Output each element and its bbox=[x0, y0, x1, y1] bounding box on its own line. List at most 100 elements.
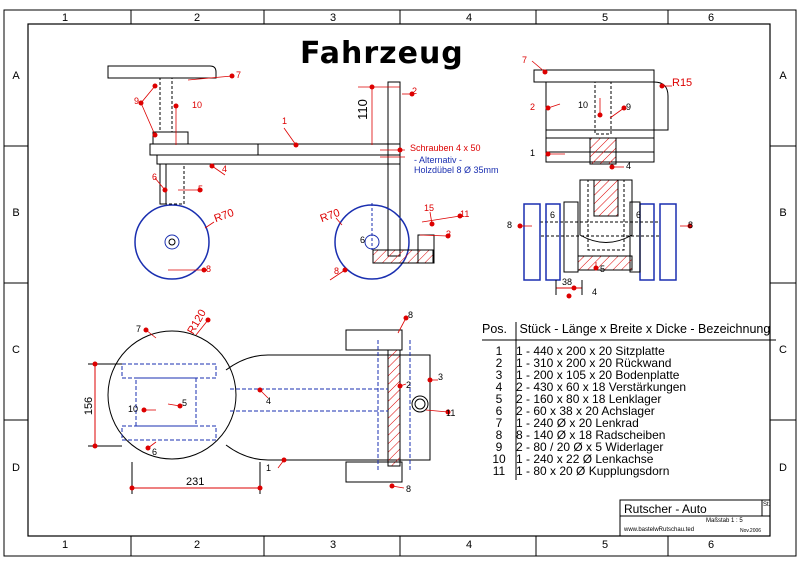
bom-text: 2 - 430 x 60 x 18 Verstärkungen bbox=[516, 380, 687, 394]
bom-text: 1 - 310 x 200 x 20 Rückwand bbox=[516, 356, 672, 370]
bom-pos: 3 bbox=[495, 368, 503, 382]
bom-lines bbox=[482, 322, 776, 480]
grid-row-c-left: C bbox=[12, 344, 20, 356]
balloon-side-3: 3 bbox=[446, 229, 452, 239]
grid-col-3-top: 3 bbox=[329, 12, 337, 24]
grid-ticks bbox=[4, 10, 796, 556]
bom-pos: 7 bbox=[495, 416, 503, 430]
bom-text: 1 - 440 x 200 x 20 Sitzplatte bbox=[516, 344, 665, 358]
balloon-top-8a: 8 bbox=[408, 310, 414, 320]
front-view bbox=[523, 69, 677, 295]
balloon-side-2: 2 bbox=[412, 86, 418, 96]
bom-pos: 8 bbox=[495, 428, 503, 442]
radius-r15: R15 bbox=[672, 77, 693, 89]
steering-wheel-top bbox=[107, 330, 237, 460]
bom-pos: 5 bbox=[495, 392, 503, 406]
bom-pos: 6 bbox=[495, 404, 503, 418]
balloon-side-6b: 6 bbox=[152, 172, 158, 182]
bom-text: 1 - 240 x 22 Ø Lenkachse bbox=[516, 452, 654, 466]
base-plate-side bbox=[372, 249, 434, 264]
bom-row: 2 1 - 310 x 200 x 20 Rückwand bbox=[482, 356, 672, 370]
bom-text: 2 - 160 x 80 x 18 Lenklager bbox=[516, 392, 662, 406]
brace-side bbox=[156, 154, 401, 165]
title-block-url: www.bastelwRutschau.ted bbox=[624, 527, 695, 533]
balloon-front-4: 4 bbox=[626, 161, 632, 171]
drawing-title: Fahrzeug bbox=[300, 36, 464, 71]
grid-row-b-left: B bbox=[12, 207, 20, 219]
balloon-side-9: 9 bbox=[134, 96, 140, 106]
balloon-front-1: 1 bbox=[530, 148, 536, 158]
balloon-top-8b: 8 bbox=[406, 484, 412, 494]
side-view-leaders bbox=[140, 75, 461, 281]
balloon-top-10: 10 bbox=[128, 404, 139, 414]
bom-text: 1 - 240 Ø x 20 Lenkrad bbox=[516, 416, 639, 430]
title-block-frame bbox=[619, 499, 771, 537]
balloon-side-6: 6 bbox=[360, 235, 366, 245]
bom-text: 2 - 80 / 20 Ø x 5 Widerlager bbox=[516, 440, 664, 454]
balloon-side-5: 5 bbox=[198, 184, 204, 194]
wheel-front-left-inner bbox=[545, 203, 561, 281]
part-4-label-small: 4 bbox=[592, 287, 598, 297]
bom-text: 2 - 60 x 38 x 20 Achslager bbox=[516, 404, 655, 418]
back-wall-side bbox=[387, 81, 401, 257]
grid-row-b-right: B bbox=[779, 207, 787, 219]
side-view-balloons bbox=[138, 73, 463, 273]
balloon-front-8a: 8 bbox=[507, 220, 513, 230]
bom-pos: 1 bbox=[495, 344, 503, 358]
balloon-top-1: 1 bbox=[266, 463, 272, 473]
bom-pos: 2 bbox=[495, 356, 503, 370]
steering-bearing-side bbox=[152, 131, 189, 145]
balloon-side-7: 7 bbox=[236, 70, 242, 80]
note-alternative: - Alternativ - bbox=[414, 155, 463, 165]
balloon-front-9: 9 bbox=[626, 102, 632, 112]
balloon-top-7: 7 bbox=[136, 324, 142, 334]
grid-col-1-top: 1 bbox=[61, 12, 69, 24]
steering-column-side bbox=[159, 77, 173, 133]
balloon-side-1: 1 bbox=[282, 116, 288, 126]
balloon-side-4: 4 bbox=[222, 164, 228, 174]
grid-row-a-right: A bbox=[779, 70, 787, 82]
coupling-pin-top bbox=[411, 395, 429, 413]
grid-row-a-left: A bbox=[12, 70, 20, 82]
side-view bbox=[107, 65, 435, 280]
grid-col-6-bottom: 6 bbox=[707, 539, 715, 551]
bom-header-pos: Pos. bbox=[482, 322, 508, 336]
balloon-side-11: 11 bbox=[460, 209, 470, 219]
grid-col-6-top: 6 bbox=[707, 12, 715, 24]
grid-col-2-bottom: 2 bbox=[193, 539, 201, 551]
title-block-scale: Maßstab 1 : 5 bbox=[706, 518, 743, 524]
note-dowels: Holzdübel 8 Ø 35mm bbox=[414, 165, 499, 175]
grid-col-3-bottom: 3 bbox=[329, 539, 337, 551]
bom-row: 4 2 - 430 x 60 x 18 Verstärkungen bbox=[482, 381, 686, 393]
bom-pos: 9 bbox=[495, 440, 503, 454]
grid-col-4-bottom: 4 bbox=[465, 539, 473, 551]
bom-row: 5 2 - 160 x 80 x 18 Lenklager bbox=[482, 392, 662, 406]
balloon-side-8a: 8 bbox=[206, 264, 212, 274]
bom-row: 6 2 - 60 x 38 x 20 Achslager bbox=[482, 405, 655, 417]
dim-110-label: 110 bbox=[354, 99, 370, 120]
note-screws: Schrauben 4 x 50 bbox=[410, 143, 481, 153]
dim-38-label: 38 bbox=[562, 277, 573, 287]
balloon-top-6: 6 bbox=[152, 447, 158, 457]
balloon-side-10: 10 bbox=[192, 100, 203, 110]
balloon-side-15: 15 bbox=[424, 203, 435, 213]
title-block-sheet: St. bbox=[763, 502, 771, 508]
dim-156-label: 156 bbox=[83, 396, 96, 416]
balloon-top-11: 11 bbox=[446, 408, 456, 418]
axle-bearing-front bbox=[165, 163, 185, 205]
bom-pos: 10 bbox=[492, 452, 506, 466]
balloon-front-6a: 6 bbox=[550, 210, 556, 220]
bom-header: Pos. Stück - Länge x Breite x Dicke - Be… bbox=[482, 322, 770, 336]
balloon-front-5: 5 bbox=[600, 264, 606, 274]
bom-row: 9 2 - 80 / 20 Ø x 5 Widerlager bbox=[482, 440, 664, 454]
wheel-front-left-outer bbox=[523, 203, 541, 281]
front-wheel-side bbox=[134, 204, 210, 280]
bom-pos: 4 bbox=[495, 380, 503, 394]
dim-231-label: 231 bbox=[186, 476, 205, 488]
balloon-front-8b: 8 bbox=[688, 220, 694, 230]
seat-plate-top bbox=[225, 354, 431, 461]
bom-row: 10 1 - 240 x 22 Ø Lenkachse bbox=[482, 453, 653, 465]
bom-text: 1 - 200 x 105 x 20 Bodenplatte bbox=[516, 368, 680, 382]
